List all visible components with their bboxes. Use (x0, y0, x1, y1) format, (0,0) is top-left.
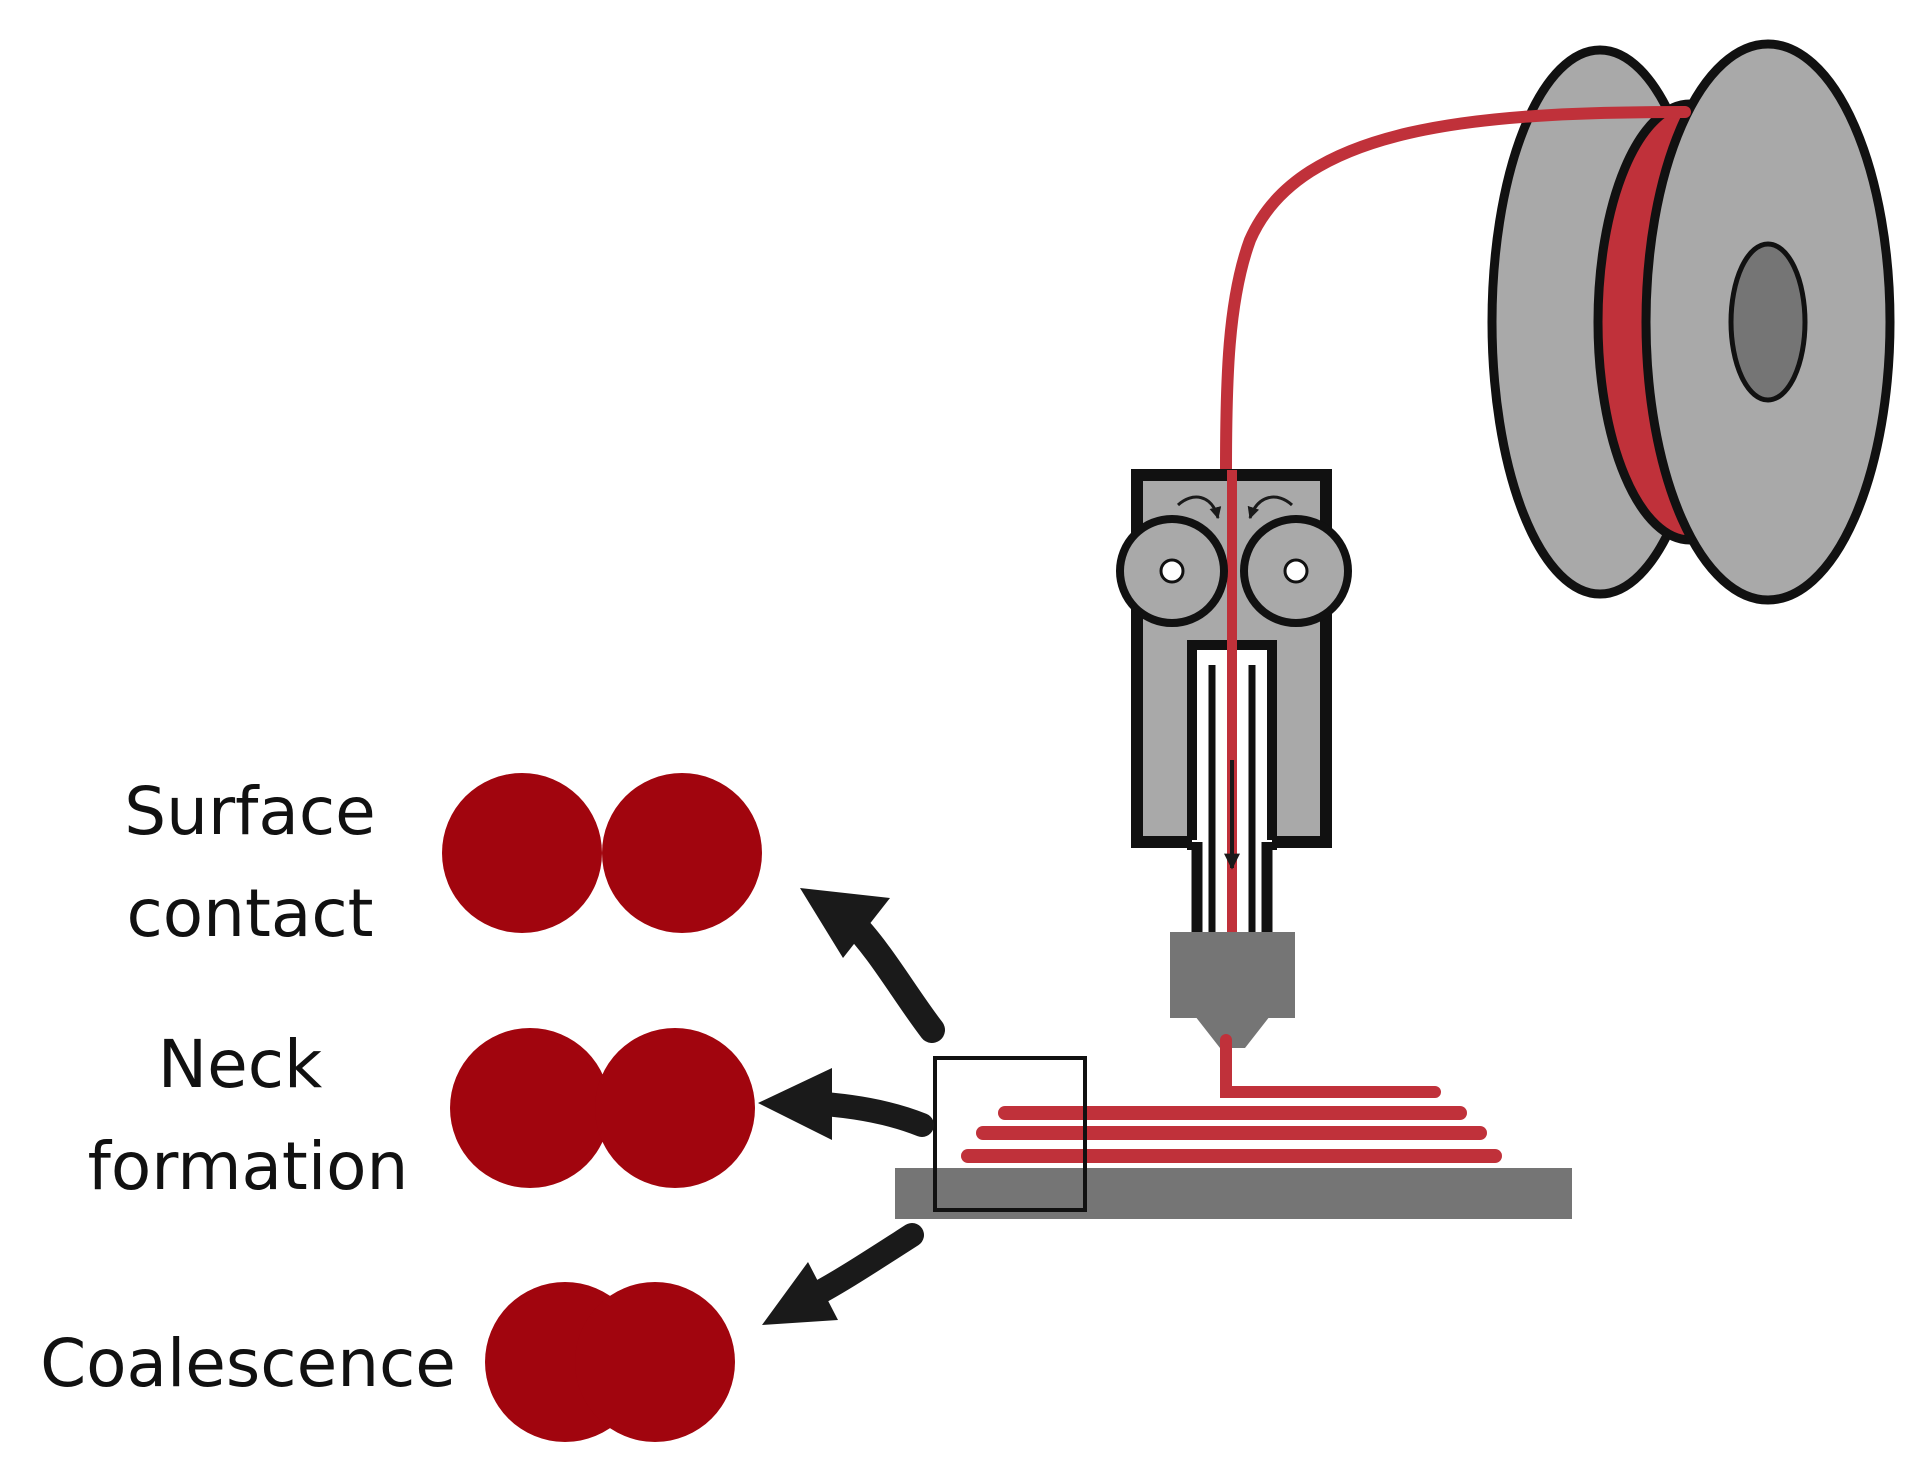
stage-arrows (758, 888, 945, 1325)
spool-hub (1728, 241, 1808, 403)
neck-formation-label-line1: Neck (158, 1026, 323, 1103)
neck-formation-particles (450, 1028, 755, 1188)
coalescence-label: Coalescence (40, 1325, 456, 1402)
zoom-region-box (933, 1056, 1087, 1212)
nozzle-tip (1195, 1016, 1270, 1048)
arrow-to-surface-contact-icon (837, 907, 945, 1043)
drive-gears (1116, 495, 1352, 627)
particle-left (450, 1028, 610, 1188)
left-gear-axle (1159, 558, 1185, 584)
particle-left (442, 773, 602, 933)
filament-strand (1220, 106, 1691, 1046)
particle-right (595, 1028, 755, 1188)
right-gear-axle (1283, 558, 1309, 584)
coalescence-particles (485, 1282, 735, 1442)
arrow-head-coalescence (762, 1262, 838, 1325)
print-bed-assembly (895, 1034, 1572, 1219)
arrow-head-surface-contact (800, 888, 890, 958)
left-rotation-arrow-icon (1176, 495, 1222, 520)
deposited-layer-4 (1220, 1034, 1441, 1098)
nozzle (1170, 932, 1295, 1048)
surface-contact-particles (442, 773, 762, 933)
right-rotation-arrow-icon (1247, 495, 1294, 520)
particle-right (602, 773, 762, 933)
surface-contact-label-line1: Surface (124, 773, 375, 850)
neck-formation-label-line2: formation (88, 1128, 409, 1205)
surface-contact-label-line2: contact (127, 875, 374, 952)
nozzle-block (1170, 932, 1295, 1018)
arrow-head-neck-formation (758, 1068, 832, 1140)
filament-spool (1487, 39, 1895, 605)
particle-right (575, 1282, 735, 1442)
